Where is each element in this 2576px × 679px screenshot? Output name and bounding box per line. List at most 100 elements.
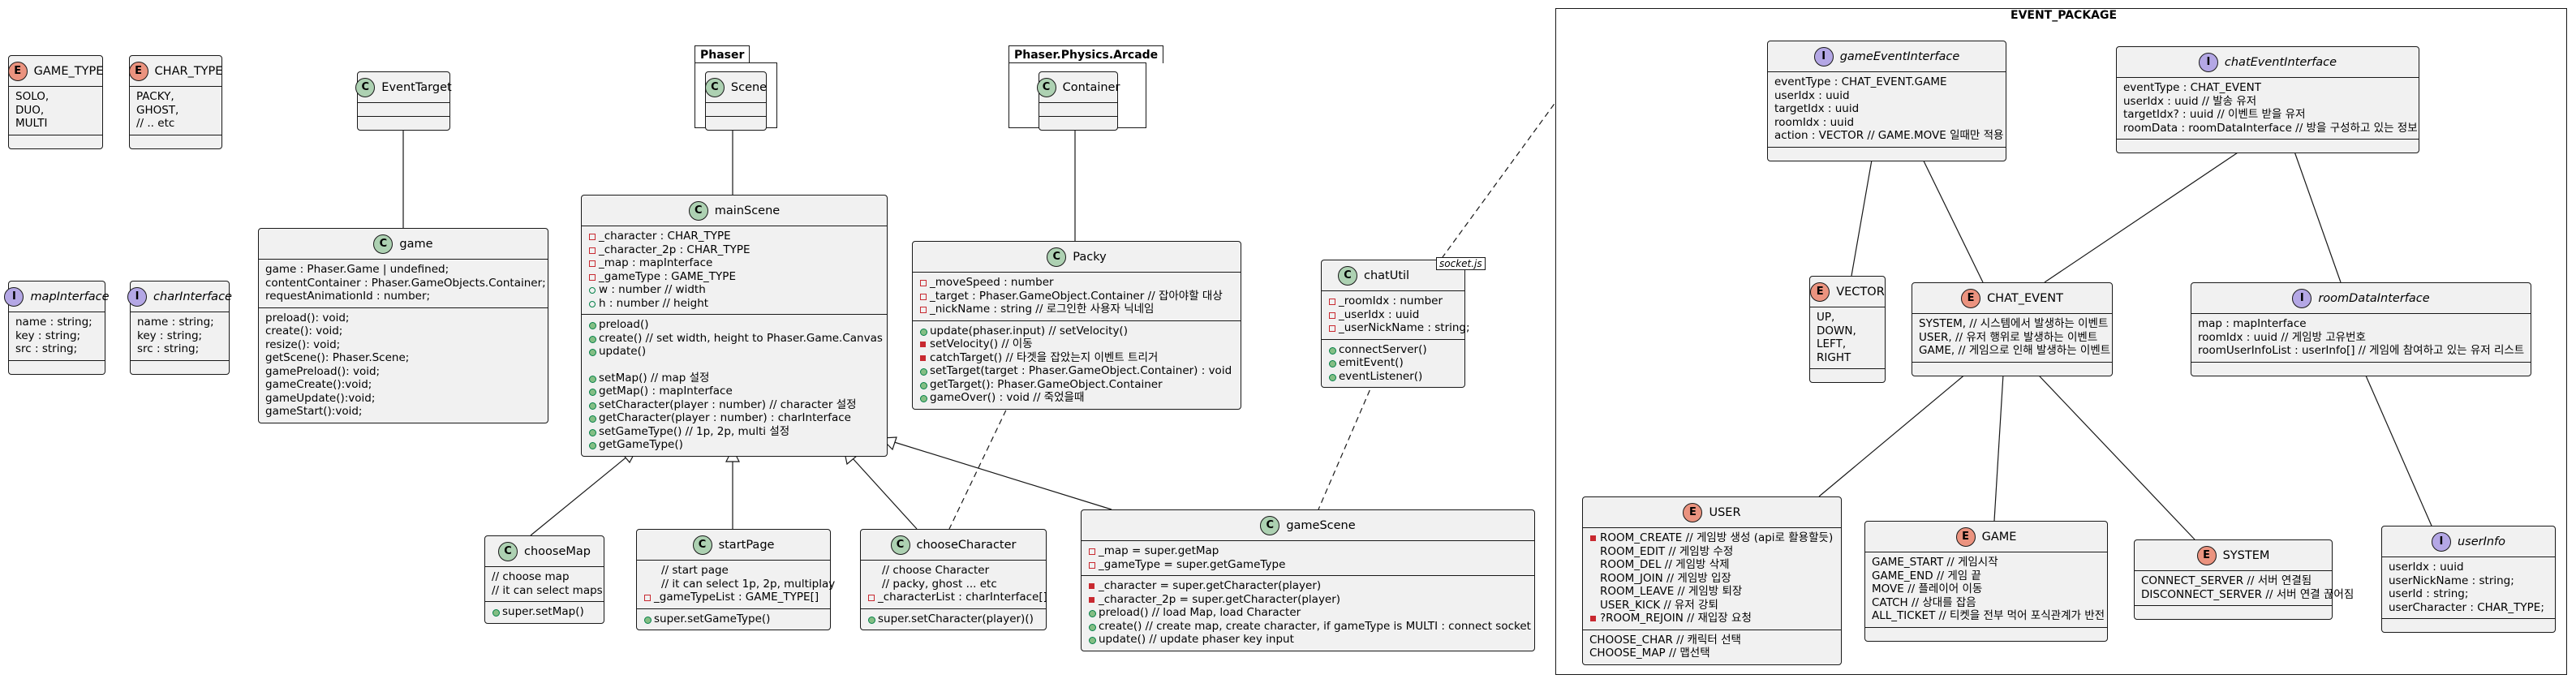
comp-chatevent-system bbox=[2024, 360, 2195, 540]
method: preload() bbox=[588, 318, 880, 332]
method: getGameType() bbox=[588, 438, 880, 452]
comment: // packy, ghost ... etc bbox=[882, 577, 997, 591]
private-icon bbox=[588, 273, 599, 281]
method: update() // update phaser key input bbox=[1088, 633, 1528, 647]
enum-value: UP, bbox=[1817, 311, 1835, 324]
private-method-icon bbox=[919, 354, 930, 362]
method: setGameType() // 1p, 2p, multi 설정 bbox=[588, 425, 880, 439]
enum-value: ?ROOM_REJOIN // 재입장 요청 bbox=[1589, 612, 1834, 625]
field: key : string; bbox=[137, 329, 203, 342]
field: userNickName : string; bbox=[2389, 574, 2514, 587]
field: name : string; bbox=[15, 316, 92, 329]
public-method-icon bbox=[919, 380, 930, 389]
enum-value: CONNECT_SERVER // 서버 연결됨 bbox=[2141, 574, 2312, 587]
class-name: chooseMap bbox=[524, 544, 591, 558]
field: _map : mapInterface bbox=[588, 256, 880, 270]
private-icon bbox=[588, 259, 599, 268]
class-name: EventTarget bbox=[381, 80, 452, 94]
method: super.setCharacter(player)() bbox=[867, 612, 1039, 626]
enum-value: ROOM_LEAVE // 게임방 퇴장 bbox=[1600, 585, 1743, 598]
class-name: startPage bbox=[718, 538, 775, 552]
method: preload(): void; bbox=[265, 311, 350, 324]
private-icon bbox=[1328, 297, 1339, 306]
public-method-icon bbox=[867, 615, 878, 624]
field: action : VECTOR // GAME.MOVE 일때만 적용 bbox=[1774, 129, 2004, 142]
method: gamePreload(): void; bbox=[265, 364, 381, 378]
method: update() bbox=[588, 345, 880, 359]
private-icon bbox=[1328, 311, 1339, 319]
enum-value: CHOOSE_CHAR // 캐릭터 선택 bbox=[1589, 633, 1741, 647]
event-package-title: EVENT_PACKAGE bbox=[2010, 9, 2118, 22]
enum-badge-icon: E bbox=[1810, 282, 1830, 302]
field: w : number // width bbox=[588, 283, 880, 297]
method: preload() // load Map, load Character bbox=[1088, 606, 1528, 620]
enum-value: ROOM_JOIN // 게임방 입장 bbox=[1600, 571, 1731, 585]
class-name: game bbox=[399, 237, 433, 251]
public-method-icon bbox=[1328, 372, 1339, 381]
comment: // it can select maps bbox=[492, 583, 603, 597]
method: _character_2p = super.getCharacter(playe… bbox=[1088, 593, 1528, 607]
enum-value: USER, // 유저 행위로 발생하는 이벤트 bbox=[1919, 330, 2098, 344]
enum-value: SYSTEM, // 시스템에서 발생하는 이벤트 bbox=[1919, 317, 2109, 330]
enum-value: GHOST, bbox=[136, 103, 179, 117]
enum-value: LEFT, bbox=[1817, 337, 1847, 350]
private-method-icon bbox=[1088, 595, 1099, 604]
public-method-icon bbox=[1328, 359, 1339, 368]
private-icon bbox=[919, 305, 930, 314]
class-name: chatUtil bbox=[1364, 269, 1410, 282]
class-badge-icon: C bbox=[890, 535, 910, 555]
enum-value: MOVE // 플레이어 이동 bbox=[1872, 582, 1983, 595]
public-method-icon bbox=[588, 401, 599, 410]
extends-choosecharacter-mainscene bbox=[843, 448, 918, 530]
field: _userIdx : uuid bbox=[1328, 308, 1458, 322]
field: _userNickName : string; bbox=[1328, 321, 1470, 335]
private-icon bbox=[919, 278, 930, 287]
dependency-chatutil-gamescene bbox=[1318, 380, 1374, 510]
comp-chatevent-user bbox=[1818, 360, 1982, 497]
field: roomIdx : uuid bbox=[1774, 115, 1855, 129]
class-name: Container bbox=[1062, 80, 1120, 94]
public-method-icon bbox=[919, 367, 930, 376]
private-method-icon bbox=[919, 340, 930, 348]
field: src : string; bbox=[137, 342, 200, 355]
enum-value: PACKY, bbox=[136, 90, 174, 103]
field: _gameType : GAME_TYPE bbox=[588, 270, 880, 284]
method: gameStart():void; bbox=[265, 405, 363, 418]
private-icon bbox=[588, 246, 599, 254]
public-icon bbox=[588, 286, 599, 294]
public-method-icon bbox=[588, 374, 599, 383]
method: setMap() // map 설정 bbox=[588, 372, 880, 385]
class-name: mainScene bbox=[714, 204, 781, 217]
method: gameUpdate():void; bbox=[265, 391, 376, 405]
field: userId : string; bbox=[2389, 587, 2469, 600]
method: create(): void; bbox=[265, 324, 343, 337]
field: userIdx : uuid bbox=[1774, 88, 1850, 102]
class-name: Scene bbox=[730, 80, 768, 94]
class-badge-icon: C bbox=[498, 542, 518, 561]
interface-name: chatEventInterface bbox=[2224, 55, 2337, 69]
comment: // start page bbox=[661, 564, 729, 577]
method: create() // create map, create character… bbox=[1088, 620, 1531, 634]
method: resize(): void; bbox=[265, 337, 341, 351]
class-name: chooseCharacter bbox=[916, 538, 1017, 552]
comp-chatevent-chatevent bbox=[2044, 137, 2260, 283]
method: super.setMap() bbox=[492, 605, 597, 619]
method: getTarget(): Phaser.GameObject.Container bbox=[919, 378, 1234, 392]
class-badge-icon: C bbox=[1338, 266, 1357, 286]
comment: // it can select 1p, 2p, multiplay bbox=[661, 577, 836, 591]
field: requestAnimationId : number; bbox=[265, 290, 431, 303]
comp-gameevent-vector bbox=[1851, 145, 1875, 277]
field: _map = super.getMap bbox=[1088, 544, 1528, 558]
